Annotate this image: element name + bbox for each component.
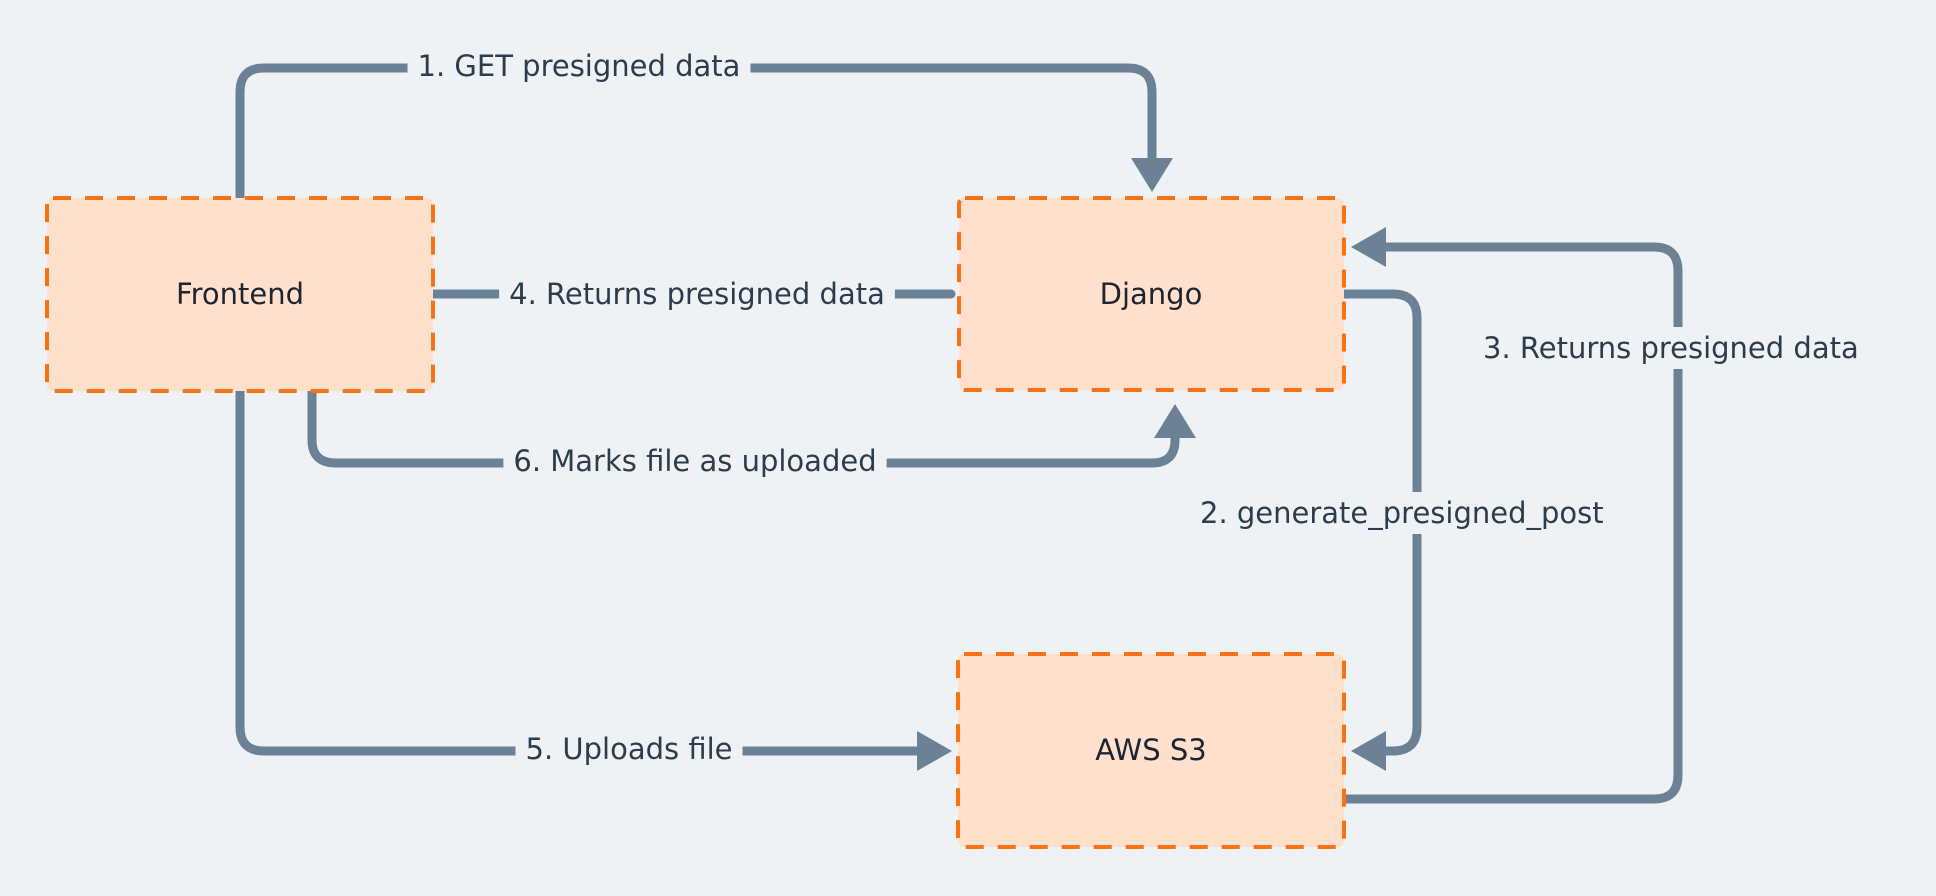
edge-6-marks-file-as-uploaded: 6. Marks file as uploaded [307,386,1196,482]
edge-2-label: 2. generate_presigned_post [1200,496,1604,530]
node-django[interactable]: Django [957,196,1346,392]
edge-1-label-bg [407,45,751,87]
edge-1-path [235,63,1157,203]
edge-6-arrowhead [1154,404,1196,438]
edge-3-returns-presigned-data: 3. Returns presigned data [1339,227,1869,804]
edge-3-label-bg [1473,327,1869,369]
edge-1-label: 1. GET presigned data [418,49,741,83]
edge-4-label-bg [499,273,895,315]
edge-4-returns-presigned-data: 4. Returns presigned data [361,273,956,315]
edge-5-label-bg [515,728,743,770]
edge-6-label: 6. Marks file as uploaded [513,444,876,478]
edge-5-path [235,386,933,756]
node-aws-s3[interactable]: AWS S3 [956,652,1346,849]
edge-5-label: 5. Uploads file [526,732,733,766]
edge-2-label-bg [1190,492,1614,534]
node-frontend-label: Frontend [176,277,304,311]
node-frontend[interactable]: Frontend [45,196,435,393]
edge-3-label: 3. Returns presigned data [1483,331,1859,365]
edge-1-arrowhead [1131,158,1173,192]
node-aws-s3-box[interactable] [956,652,1346,849]
edge-4-label: 4. Returns presigned data [509,277,885,311]
node-aws-s3-label: AWS S3 [1095,733,1206,767]
edge-2-generate-presigned-post: 2. generate_presigned_post [1190,289,1614,771]
edge-1-get-presigned-data: 1. GET presigned data [235,45,1173,203]
edge-5-uploads-file: 5. Uploads file [235,386,952,771]
node-django-box[interactable] [957,196,1346,392]
edge-3-path [1339,242,1683,804]
edge-5-arrowhead [917,731,952,771]
edge-6-label-bg [503,440,887,482]
node-frontend-box[interactable] [45,196,435,393]
edge-3-arrowhead [1351,227,1386,267]
node-django-label: Django [1100,277,1203,311]
edge-2-arrowhead [1351,731,1386,771]
